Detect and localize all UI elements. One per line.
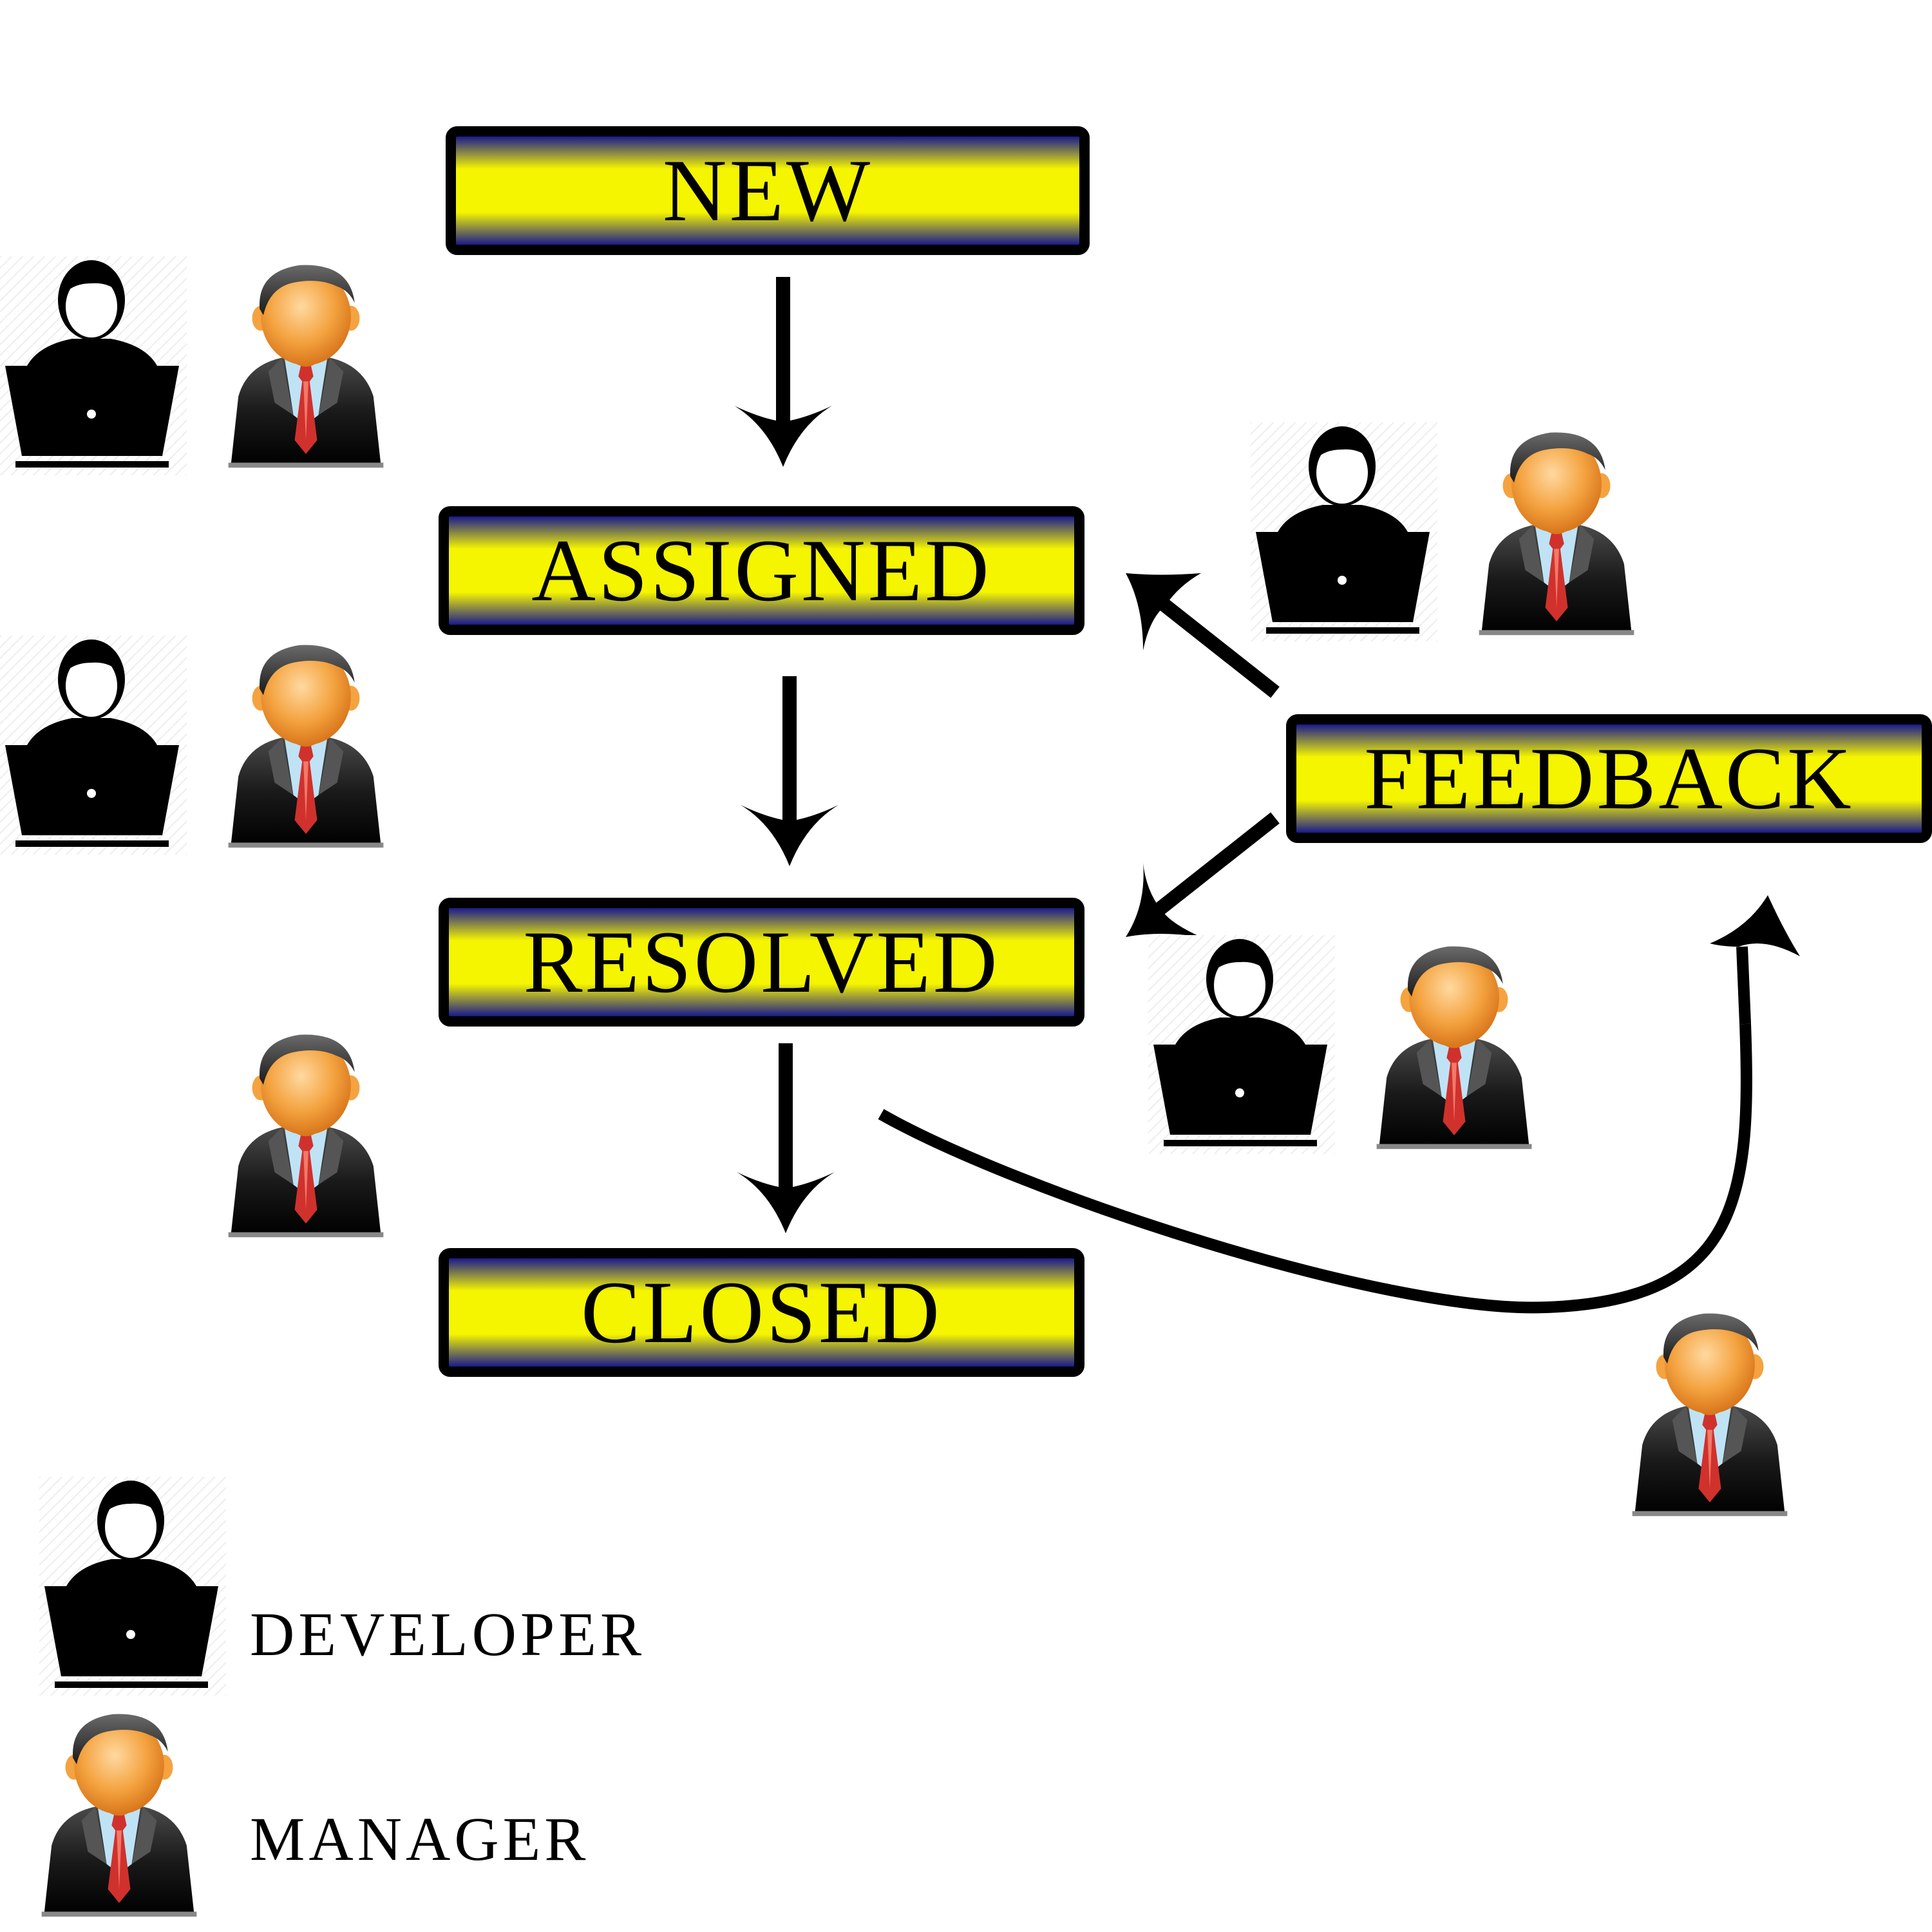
manager-icon-resolved [222, 1028, 390, 1241]
developer-icon-new [0, 256, 187, 475]
arrow-feedback-to-assigned [1126, 573, 1280, 698]
state-resolved-label: RESOLVED [523, 913, 1000, 1011]
state-new-label: NEW [662, 141, 873, 240]
state-closed-label: CLOSED [581, 1263, 942, 1361]
developer-legend-icon [39, 1477, 226, 1696]
state-resolved: RESOLVED [439, 898, 1084, 1027]
manager-icon-feedback-to-assigned [1473, 426, 1640, 639]
manager-legend-icon [35, 1708, 203, 1920]
developer-icon-feedback-to-resolved [1148, 935, 1335, 1154]
arrow-new-to-assigned [734, 277, 832, 467]
developer-icon-feedback-to-assigned [1251, 422, 1437, 641]
state-feedback: FEEDBACK [1286, 714, 1932, 843]
arrow-resolved-to-closed [737, 1043, 835, 1233]
manager-icon-new [222, 259, 390, 471]
state-assigned-label: ASSIGNED [531, 521, 992, 620]
arrow-assigned-to-resolved [741, 676, 838, 866]
arrow-feedback-to-resolved [1126, 812, 1280, 937]
state-closed: CLOSED [439, 1248, 1084, 1377]
legend-manager-label: MANAGER [250, 1804, 590, 1873]
manager-icon-resolved-to-feedback [1626, 1307, 1794, 1520]
developer-icon-assigned [0, 636, 187, 855]
state-new: NEW [446, 126, 1090, 255]
arrow-resolved-to-feedback [878, 895, 1800, 1314]
manager-icon-feedback-to-resolved [1370, 940, 1538, 1153]
state-assigned: ASSIGNED [439, 506, 1084, 635]
state-feedback-label: FEEDBACK [1364, 729, 1854, 828]
manager-icon-assigned [222, 639, 390, 851]
legend-developer-label: DEVELOPER [250, 1600, 645, 1669]
